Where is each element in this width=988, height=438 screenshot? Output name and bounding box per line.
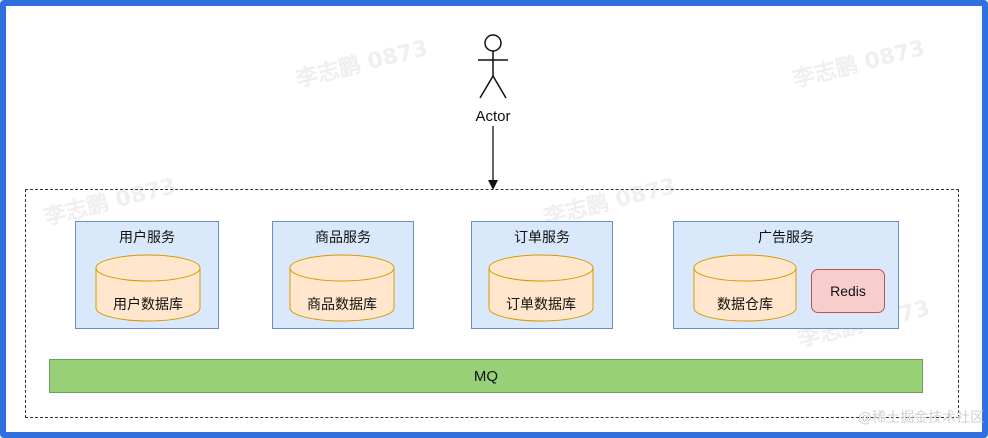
database-label: 用户数据库 [113,297,183,313]
database-label: 订单数据库 [506,297,576,313]
service-title: 商品服务 [315,230,371,246]
database-product: 商品数据库 [289,254,395,322]
database-warehouse: 数据仓库 [693,254,797,322]
actor-label: Actor [475,108,511,125]
service-title: 订单服务 [514,230,570,246]
watermark: 李志鹏 0873 [293,35,431,93]
database-user: 用户数据库 [95,254,201,322]
message-queue: MQ [49,359,923,393]
actor-icon [478,34,508,99]
database-order: 订单数据库 [488,254,594,322]
mq-label: MQ [473,367,499,385]
redis-cache: Redis [811,269,885,313]
database-label: 商品数据库 [307,297,377,313]
service-title: 广告服务 [758,230,814,246]
system-boundary [25,189,959,418]
service-title: 用户服务 [119,230,175,246]
redis-label: Redis [830,283,866,299]
request-arrow [488,126,498,190]
source-credit: @稀土掘金技术社区 [858,410,984,426]
watermark: 李志鹏 0873 [790,35,928,93]
database-label: 数据仓库 [717,297,773,313]
